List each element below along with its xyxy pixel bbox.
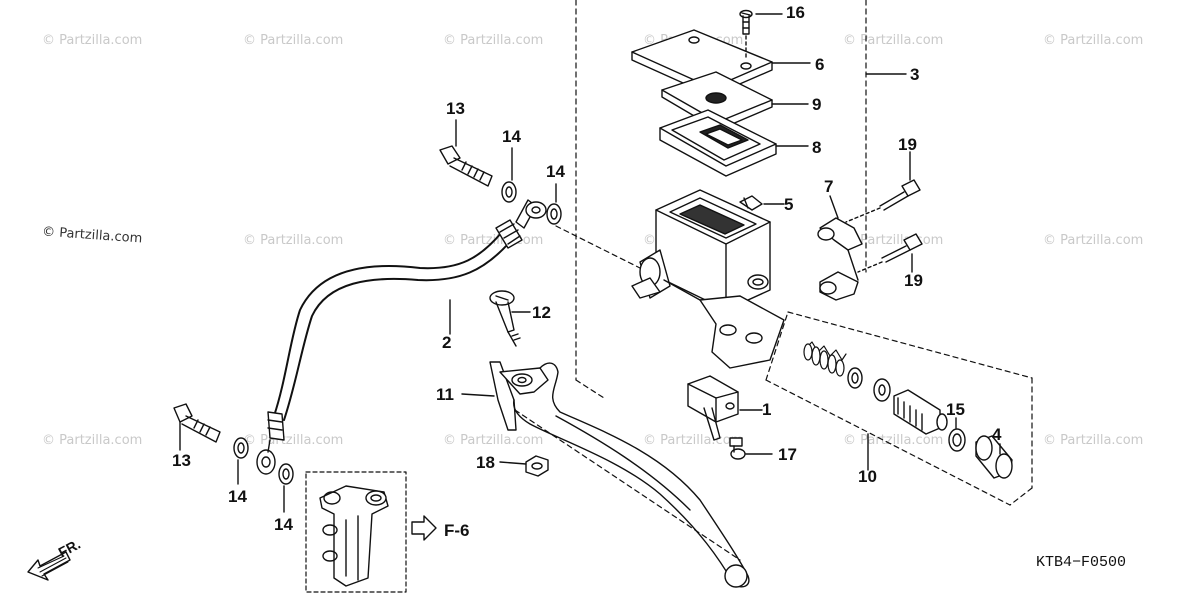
callout-11: 11 (436, 385, 454, 404)
callout-1: 1 (762, 400, 772, 419)
watermark: © Partzilla.com (243, 33, 344, 48)
watermark: © Partzilla.com (1043, 233, 1144, 248)
watermark: © Partzilla.com (42, 433, 143, 448)
callout-13: 13 (172, 451, 191, 470)
callout-14: 14 (228, 487, 247, 506)
watermark: © Partzilla.com (1043, 33, 1144, 48)
callout-2: 2 (442, 333, 452, 352)
front-direction-arrow-icon (27, 551, 71, 581)
watermark: © Partzilla.com (42, 33, 143, 48)
callout-6: 6 (815, 55, 825, 74)
piston (893, 389, 948, 435)
callout-5: 5 (784, 195, 794, 214)
reference-label: F-6 (444, 521, 470, 540)
reference-arrow-icon (411, 515, 437, 541)
callout-4: 4 (992, 425, 1002, 444)
leader-11 (461, 393, 495, 397)
callout-14: 14 (502, 127, 521, 146)
callout-9: 9 (812, 95, 822, 114)
caliper-inset-part (319, 485, 389, 587)
pivot-bolt-12 (489, 290, 521, 347)
bolt-19-upper (845, 179, 921, 223)
callout-13: 13 (446, 99, 465, 118)
watermark: © Partzilla.com (443, 33, 544, 48)
watermark: © Partzilla.com (1043, 433, 1144, 448)
watermark: © Partzilla.com (243, 233, 344, 248)
piston-kit-box (765, 311, 1033, 506)
callout-18: 18 (476, 453, 495, 472)
washer-14b (546, 203, 562, 225)
callout-15: 15 (946, 400, 965, 419)
watermark: © Partzilla.com (843, 33, 944, 48)
assembly-bracket-3 (575, 0, 867, 399)
cup-seal-2 (873, 378, 891, 402)
screw-16 (739, 9, 753, 61)
brake-hose-2 (256, 199, 547, 475)
callout-14: 14 (546, 162, 565, 181)
leader-18 (499, 461, 527, 465)
leader-7 (829, 195, 839, 219)
callout-12: 12 (532, 303, 551, 322)
callout-7: 7 (824, 177, 834, 196)
washer-14d (278, 463, 294, 485)
bolt-13-upper (439, 145, 493, 187)
diaphragm-8 (659, 109, 777, 177)
brake-lever-11 (489, 361, 750, 588)
washer-14c (233, 437, 249, 459)
circlip-15 (948, 428, 966, 452)
callout-19: 19 (904, 271, 923, 290)
callout-17: 17 (778, 445, 797, 464)
callout-3: 3 (910, 65, 920, 84)
watermark: © Partzilla.com (243, 433, 344, 448)
master-cylinder-body (631, 189, 785, 369)
callout-16: 16 (786, 3, 805, 22)
clip-5 (739, 195, 763, 211)
bolt-19-lower (857, 233, 923, 273)
washer-14a (501, 181, 517, 203)
callout-10: 10 (858, 467, 877, 486)
watermark: © Partzilla.com (443, 433, 544, 448)
callout-19: 19 (898, 135, 917, 154)
nut-18 (525, 455, 549, 477)
holder-7 (817, 217, 863, 301)
brake-switch-1 (687, 375, 739, 441)
callout-8: 8 (812, 138, 822, 157)
callout-14: 14 (274, 515, 293, 534)
bolt-13-lower (173, 403, 221, 443)
caliper-inset-box (305, 471, 407, 593)
screw-17 (729, 437, 746, 460)
watermark: © Partzilla.com (643, 433, 744, 448)
cup-seal-1 (847, 367, 863, 389)
spring (803, 341, 847, 377)
diagram-code: KTB4−F0500 (1036, 554, 1127, 571)
boot-4 (975, 435, 1013, 479)
